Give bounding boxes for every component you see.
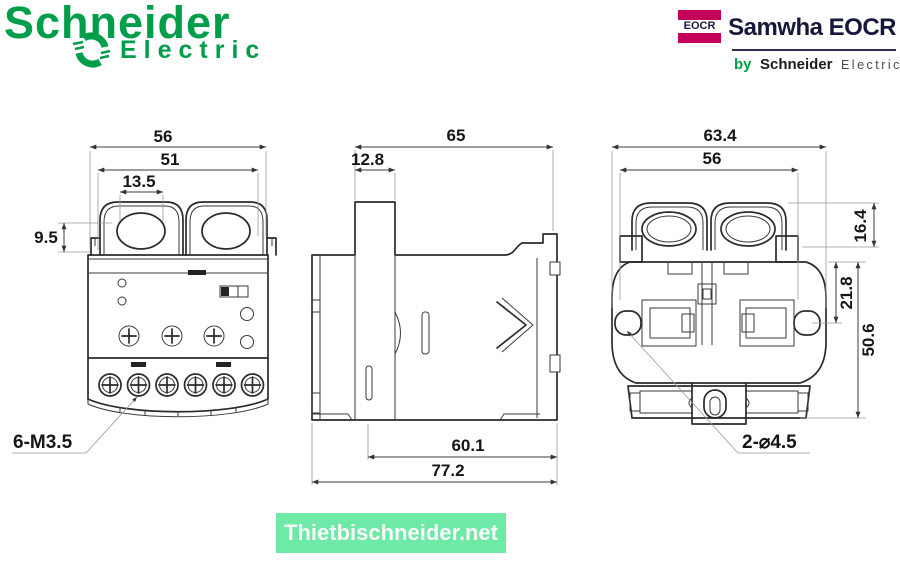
schneider-se-glyph-icon: [72, 32, 111, 68]
eocr-badge-text: EOCR: [683, 20, 716, 32]
dim-front-overall-width: 56: [154, 127, 173, 146]
front-terminal-screws: [98, 362, 265, 397]
bottom-view-dimensions: 63.4 56 16.4 21.8 50.6 2-⌀4.5: [611, 126, 879, 454]
dim-front-inner-width: 51: [161, 150, 180, 169]
side-view-dimensions: 65 12.8 60.1 77.2: [311, 126, 558, 485]
dim-bottom-overall-width: 63.4: [703, 126, 737, 145]
byline-brand: Schneider: [759, 56, 833, 73]
label-mount-holes: 2-⌀4.5: [742, 432, 797, 453]
dim-side-overall-depth: 77.2: [431, 461, 464, 480]
eocr-badge: EOCR: [678, 10, 722, 43]
eocr-badge-top-bar: [678, 10, 722, 20]
side-view: 65 12.8 60.1 77.2: [311, 126, 561, 485]
side-view-outline: [311, 201, 561, 421]
front-view-dimensions: 56 51 13.5 9.5 6-M3.5: [12, 127, 267, 454]
front-view-outline: [87, 201, 277, 418]
samwha-eocr-logo: EOCR Samwha EOCR by Schneider Electric: [678, 10, 899, 74]
byline-suffix: Electric: [840, 58, 900, 72]
bottom-view: 63.4 56 16.4 21.8 50.6 2-⌀4.5: [611, 126, 879, 454]
dim-front-window-width: 13.5: [122, 172, 155, 191]
schneider-electric-logo: Schneider Electric: [4, 0, 304, 80]
samwha-byline: by Schneider Electric: [734, 56, 899, 74]
dim-side-tab-width: 12.8: [351, 150, 384, 169]
byline-prefix: by: [734, 56, 752, 73]
dim-side-overall-width: 65: [447, 126, 466, 145]
front-adjust-screws: [118, 325, 225, 347]
dim-bottom-inner-width: 56: [703, 149, 722, 168]
eocr-badge-bottom-bar: [678, 33, 722, 43]
dim-front-tab-height: 9.5: [34, 228, 58, 247]
dim-bottom-hole-offset: 21.8: [837, 276, 856, 309]
watermark-text: Thietbischneider.net: [284, 520, 498, 545]
watermark-banner: Thietbischneider.net: [276, 513, 506, 553]
schneider-subtitle: Electric: [120, 35, 267, 64]
samwha-divider: [732, 49, 896, 51]
label-terminal-screws: 6-M3.5: [13, 432, 73, 453]
dim-bottom-loop-height: 16.4: [851, 209, 870, 243]
schneider-wordmark: Schneider: [4, 0, 231, 48]
dim-side-body-depth: 60.1: [451, 436, 484, 455]
dim-bottom-overall-height: 50.6: [859, 323, 878, 356]
front-view: 56 51 13.5 9.5 6-M3.5: [12, 127, 277, 454]
samwha-title: Samwha EOCR: [728, 14, 896, 41]
bottom-view-outline: [611, 202, 827, 425]
